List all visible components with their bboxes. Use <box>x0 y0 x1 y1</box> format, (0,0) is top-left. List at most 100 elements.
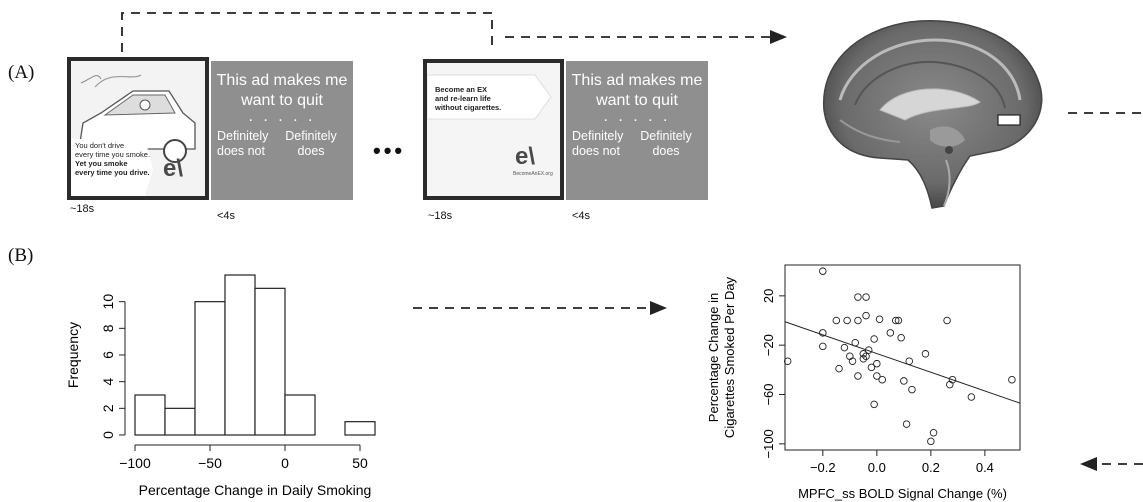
scatter-point <box>862 352 870 361</box>
histogram-bar <box>344 421 376 436</box>
scatter-point <box>943 316 951 325</box>
y-tick-label: 2 <box>100 404 116 412</box>
scatter-point <box>1008 375 1016 384</box>
y-axis-title-line-1: Percentage Change in <box>706 293 721 422</box>
car-illustration-icon <box>71 61 205 196</box>
ad2-banner-text: Become an EX and re-learn life without c… <box>435 85 502 112</box>
scatter-point <box>900 377 908 385</box>
y-tick-label: 8 <box>100 324 116 332</box>
scatter-point <box>848 357 857 365</box>
scatter-point <box>819 329 827 337</box>
scatter-point <box>859 354 868 363</box>
rating-high-label: Definitely does <box>285 129 337 158</box>
y-tick-label: 6 <box>100 351 116 359</box>
scatter-point <box>835 364 843 373</box>
x-tick-label: −100 <box>119 455 151 471</box>
histogram-bar <box>224 274 256 436</box>
x-axis-title: MPFC_ss BOLD Signal Change (%) <box>798 486 1007 501</box>
scatter-point <box>867 363 876 372</box>
histogram-bar <box>164 407 196 436</box>
scatter-point <box>862 311 870 320</box>
sequence-ellipsis: ••• <box>373 138 406 163</box>
scatter-point <box>948 375 957 384</box>
ad2-url: BecomeAnEX.org <box>513 171 553 177</box>
rating-screen-1: This ad makes me want to quit . . . . . … <box>211 61 353 200</box>
x-tick-label: −0.2 <box>810 460 836 475</box>
scatter-point <box>843 316 851 325</box>
scatter-point <box>908 385 916 394</box>
rating2-duration: <4s <box>572 210 591 222</box>
y-tick-label: 4 <box>100 378 116 386</box>
scatter-point <box>927 437 935 446</box>
x-tick-label: 0.2 <box>922 460 940 475</box>
scatter-point <box>859 350 868 358</box>
scatter-point <box>783 357 792 365</box>
arrow-banner-icon <box>427 74 552 120</box>
y-axis-title: Frequency <box>65 322 81 388</box>
scatter-point <box>894 316 903 325</box>
rating-high-label: Definitely does <box>640 129 692 158</box>
histogram-bar <box>254 287 286 436</box>
y-tick-label: 20 <box>761 289 776 303</box>
ad-image-become-ex: Become an EX and re-learn life without c… <box>423 59 564 200</box>
rating-screen-2: This ad makes me want to quit . . . . . … <box>566 61 708 200</box>
y-tick-label: 10 <box>100 294 116 310</box>
y-tick-label: 0 <box>100 431 116 439</box>
scatter-point <box>840 343 849 352</box>
scatter-point <box>854 372 862 380</box>
scatter-point <box>870 335 878 343</box>
scatter-point <box>846 352 854 361</box>
x-tick-label: 50 <box>352 455 368 471</box>
ad2-duration: ~18s <box>428 210 453 222</box>
x-tick-label: −50 <box>198 455 222 471</box>
ad1-duration: ~18s <box>70 203 95 215</box>
scatter-point <box>967 393 976 401</box>
scatter-point <box>886 329 895 337</box>
scatter-point <box>921 350 930 358</box>
histogram-bar <box>134 394 166 436</box>
y-axis-title-line-2: Cigarettes Smoked Per Day <box>722 276 737 438</box>
rating-low-label: Definitely does not <box>572 129 624 158</box>
scatter-point <box>897 334 905 342</box>
scatter-point <box>929 428 938 437</box>
scatter-point <box>854 316 862 325</box>
scatter-point <box>875 315 884 324</box>
scatter-point <box>819 267 827 275</box>
ad-image-car: You don't drive every time you smoke. Ye… <box>67 57 209 200</box>
scatter-point <box>854 293 862 301</box>
y-tick-label: −60 <box>761 383 776 405</box>
scatter-point <box>946 380 954 389</box>
brain-sagittal-icon <box>823 20 1043 209</box>
x-tick-label: 0.0 <box>868 460 886 475</box>
x-tick-label: 0 <box>281 455 289 471</box>
rating-question: This ad makes me want to quit <box>216 72 348 109</box>
scatter-point <box>870 400 878 409</box>
scatter-point <box>891 316 900 325</box>
ex-logo-icon: e\ <box>163 155 184 182</box>
rating-scale-dots: . . . . . <box>603 108 671 125</box>
ex-logo-icon: e\ <box>515 143 536 170</box>
rating-low-label: Definitely does not <box>217 129 269 158</box>
scatter-point <box>819 342 827 351</box>
rating-scale-dots: . . . . . <box>248 108 316 125</box>
rating-question: This ad makes me want to quit <box>571 72 703 109</box>
x-tick-label: 0.4 <box>976 460 994 475</box>
histogram-bar <box>194 301 226 436</box>
plot-frame <box>784 264 1021 451</box>
histogram-bar <box>284 394 316 436</box>
panel-b-label: (B) <box>8 245 34 266</box>
scatter-point <box>832 316 841 325</box>
y-tick-label: −20 <box>761 334 776 356</box>
scatter-point <box>873 359 881 368</box>
panel-a-label: (A) <box>8 62 35 83</box>
y-tick-label: −100 <box>761 429 776 458</box>
scatter-point <box>873 372 881 380</box>
scatter-point <box>862 293 870 301</box>
rating1-duration: <4s <box>217 210 236 222</box>
ad1-caption: You don't drive every time you smoke. Ye… <box>75 141 151 177</box>
scatter-point <box>878 375 886 384</box>
scatter-point <box>902 420 911 428</box>
